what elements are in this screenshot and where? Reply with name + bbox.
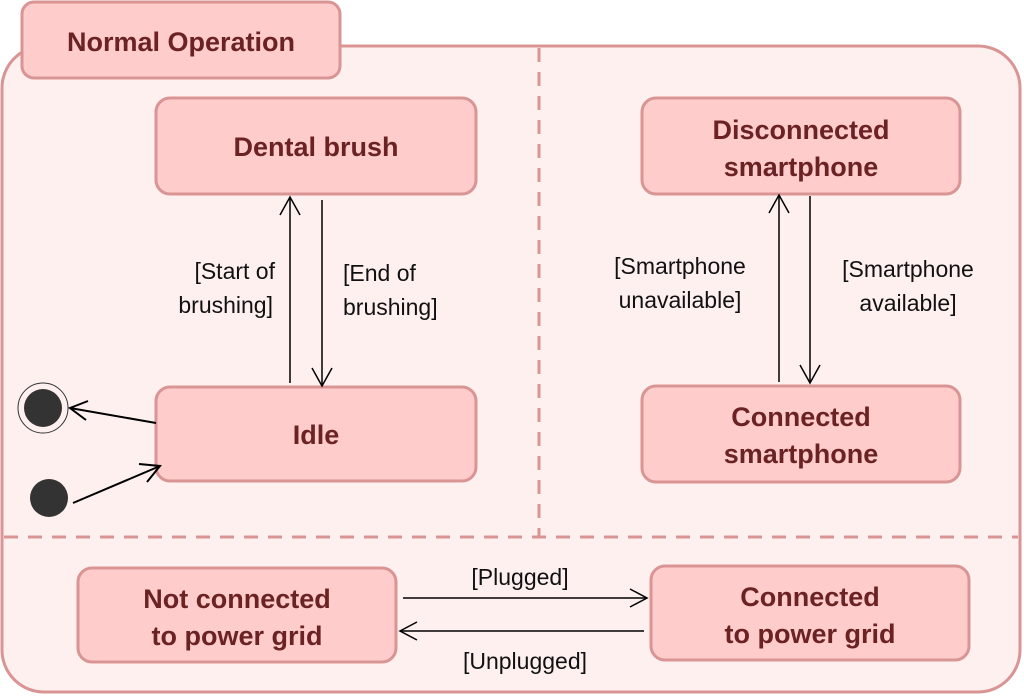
transition-smartphone-unavailable[interactable] bbox=[768, 193, 790, 382]
transition-initial-to-idle[interactable] bbox=[72, 463, 162, 504]
state-label: Not connected bbox=[143, 584, 331, 614]
transition-end-of-brushing[interactable] bbox=[311, 200, 333, 388]
guard-label: [Plugged] bbox=[471, 564, 568, 590]
state-label: to power grid bbox=[152, 621, 323, 651]
guard-label: brushing] bbox=[178, 292, 273, 318]
guard-label: available] bbox=[859, 290, 956, 316]
transition-start-of-brushing[interactable] bbox=[279, 195, 301, 383]
guard-label: [End of bbox=[343, 260, 416, 286]
state-not-connected-power-grid[interactable]: Not connected to power grid bbox=[76, 566, 398, 664]
state-label: Connected bbox=[740, 582, 880, 612]
transition-smartphone-available[interactable] bbox=[799, 196, 821, 385]
state-label: smartphone bbox=[724, 152, 879, 182]
state-connected-smartphone[interactable]: Connected smartphone bbox=[640, 384, 962, 484]
state-label: smartphone bbox=[724, 439, 879, 469]
composite-title: Normal Operation bbox=[67, 27, 295, 57]
state-label: Dental brush bbox=[233, 132, 398, 162]
state-idle[interactable]: Idle bbox=[154, 385, 478, 483]
state-disconnected-smartphone[interactable]: Disconnected smartphone bbox=[640, 96, 962, 196]
guard-label: [Unplugged] bbox=[463, 648, 587, 674]
final-state bbox=[17, 382, 69, 434]
guard-label: unavailable] bbox=[619, 287, 742, 313]
composite-title-tab bbox=[20, 0, 342, 80]
state-label: Idle bbox=[293, 420, 340, 450]
composite-state-normal-operation bbox=[0, 44, 1022, 694]
transition-plugged[interactable] bbox=[403, 588, 649, 608]
transition-idle-to-final[interactable] bbox=[67, 400, 157, 424]
guard-label: [Smartphone bbox=[842, 256, 974, 282]
state-label: Disconnected bbox=[712, 115, 889, 145]
state-dental-brush[interactable]: Dental brush bbox=[154, 96, 478, 196]
transition-unplugged[interactable] bbox=[398, 621, 644, 641]
guard-label: [Smartphone bbox=[614, 253, 746, 279]
state-label: Connected bbox=[731, 402, 871, 432]
guard-label: [Start of bbox=[194, 258, 275, 284]
guard-label: brushing] bbox=[343, 294, 438, 320]
state-connected-power-grid[interactable]: Connected to power grid bbox=[649, 564, 971, 662]
initial-state bbox=[30, 479, 68, 517]
state-label: to power grid bbox=[725, 619, 896, 649]
